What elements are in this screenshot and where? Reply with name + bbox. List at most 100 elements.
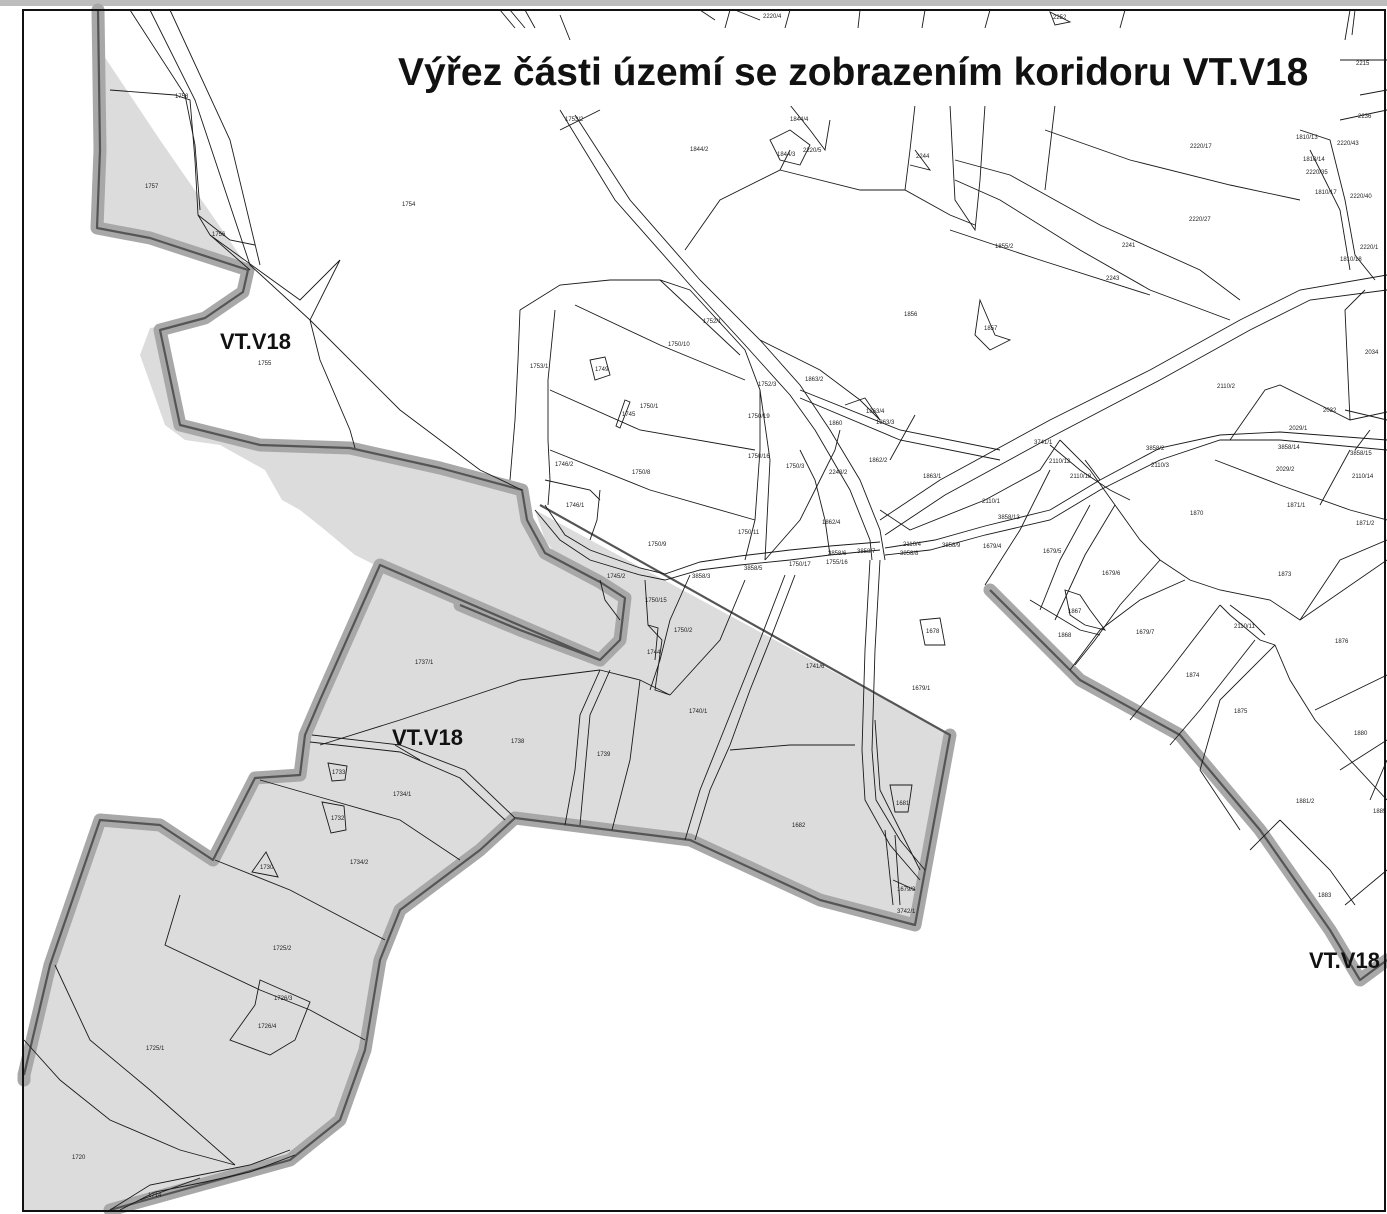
parcel-label: 1844/2 [690, 147, 709, 153]
parcel-label: 1749 [595, 367, 609, 373]
parcel-label: 1750/16 [748, 454, 770, 460]
parcel-label: 3858/6 [828, 551, 847, 557]
parcel-label: 1737/1 [415, 660, 434, 666]
corridor-label-west: VT.V18 [220, 329, 291, 354]
parcel-label: 1738 [511, 739, 525, 745]
parcel-label: 1750/2 [674, 628, 693, 634]
parcel-label: 1725/1 [146, 1046, 165, 1052]
parcel-label: 2220/27 [1189, 217, 1211, 223]
parcel-label: 2110/12 [1049, 459, 1071, 465]
parcel-label: 1740/1 [689, 709, 708, 715]
parcel-label: 2220/4 [763, 14, 782, 20]
corridor-edge [22, 9, 1387, 1212]
parcel-label: 1863/3 [876, 420, 895, 426]
parcel-label: 1750/1 [640, 404, 659, 410]
corridor-area-central [24, 510, 950, 1210]
parcel-label: 1862/4 [822, 520, 841, 526]
parcel-label: 1720 [72, 1155, 86, 1161]
parcel-label: 2243/2 [829, 470, 848, 476]
parcel-label: 1679/6 [1102, 571, 1121, 577]
parcel-label: 1733 [332, 770, 346, 776]
top-strip [0, 0, 1387, 6]
parcel-label: 1855/2 [995, 244, 1014, 250]
parcel-label: 1726/3 [274, 996, 293, 1002]
parcel-label: 2110/3 [1151, 463, 1170, 469]
parcel-label: 1752/3 [758, 382, 777, 388]
parcel-label: 2220/1 [1360, 245, 1379, 251]
parcel-label: 1867 [1068, 609, 1082, 615]
parcel-label: 1679/5 [1043, 549, 1062, 555]
parcel-label: 1863/4 [866, 409, 885, 415]
parcel-label: 1745/2 [607, 574, 626, 580]
parcel-label: 3858/3 [692, 574, 711, 580]
parcel-label: 2252 [1053, 15, 1067, 21]
parcel-label: 1726/4 [258, 1024, 277, 1030]
parcel-label: 2220/5 [803, 148, 822, 154]
parcel-label: 1750/8 [632, 470, 651, 476]
parcel-label: 3742/1 [897, 909, 916, 915]
parcel-label: 2241 [1122, 243, 1136, 249]
parcel-label: 1756 [212, 232, 226, 238]
parcel-label: 2032 [1323, 408, 1337, 414]
parcel-label: 1857 [984, 326, 998, 332]
parcel-label: 1732 [331, 816, 345, 822]
parcel-label: 3858/9 [942, 543, 961, 549]
parcel-label: 1679/1 [912, 686, 931, 692]
parcel-label: 2110/2 [1217, 384, 1236, 390]
parcel-label: 2236 [1358, 114, 1372, 120]
parcel-label: 1750/17 [789, 562, 811, 568]
parcel-label: 1679/7 [1136, 630, 1155, 636]
parcel-label: 1750/11 [738, 530, 760, 536]
parcel-label: 1863/1 [923, 474, 942, 480]
parcel-label: 1682 [792, 823, 806, 829]
parcel-label: 1873 [1278, 572, 1292, 578]
parcel-label: 2110/18 [1070, 474, 1092, 480]
parcel-label: 1881/2 [1296, 799, 1315, 805]
parcel-label: 1844/3 [777, 152, 796, 158]
parcel-label: 1875 [1234, 709, 1248, 715]
parcel-label: 1810/14 [1303, 157, 1325, 163]
parcel-label: 3858/2 [1146, 446, 1165, 452]
parcel-label: 1885 [1373, 809, 1387, 815]
parcel-label: 1758 [175, 94, 189, 100]
parcel-label: 2244 [916, 154, 930, 160]
parcel-label: 2220/17 [1190, 144, 1212, 150]
parcel-label: 1880 [1354, 731, 1368, 737]
parcel-label: 1741/6 [806, 664, 825, 670]
parcel-label: 1734/1 [393, 792, 412, 798]
parcel-label: 1679/4 [983, 544, 1002, 550]
parcel-label: 1752/1 [703, 319, 722, 325]
parcel-label: 1753/1 [530, 364, 549, 370]
parcel-label: 1874 [1186, 673, 1200, 679]
parcel-label: 1739 [597, 752, 611, 758]
parcel-label: 1844/4 [790, 117, 809, 123]
parcel-label: 1750/10 [668, 342, 690, 348]
map-title: Výřez části území se zobrazením koridoru… [398, 51, 1308, 94]
parcel-label: 1860 [829, 421, 843, 427]
parcel-label: 1876 [1335, 639, 1349, 645]
parcel-label: 1745 [622, 412, 636, 418]
parcel-label: 1810/13 [1296, 135, 1318, 141]
parcel-label: 1871/1 [1287, 503, 1306, 509]
parcel-label: 1883 [1318, 893, 1332, 899]
parcel-label: 2243 [1106, 276, 1120, 282]
parcel-label: 2110/11 [1234, 624, 1255, 630]
parcel-label: 2220/40 [1350, 194, 1372, 200]
parcel-label: 1750/15 [645, 598, 667, 604]
parcel-label: 1868 [1058, 633, 1072, 639]
parcel-label: 1871/2 [1356, 521, 1375, 527]
parcel-label: 2029/2 [1276, 467, 1295, 473]
corridor-label-central: VT.V18 [392, 725, 463, 750]
corridor-label-east: VT.V18 [1309, 948, 1380, 973]
parcel-label: 1746/2 [555, 462, 574, 468]
parcel-label: 2110/1 [982, 499, 1001, 505]
parcel-label: 1856 [904, 312, 918, 318]
map-frame-border [22, 9, 1386, 1212]
title-background [380, 40, 1340, 106]
parcel-label: 1810/18 [1340, 257, 1362, 263]
parcel-label: 1678 [926, 629, 940, 635]
parcel-label: 1679/3 [897, 887, 916, 893]
parcel-label: 2215 [1356, 61, 1370, 67]
parcel-label: 1863/2 [805, 377, 824, 383]
